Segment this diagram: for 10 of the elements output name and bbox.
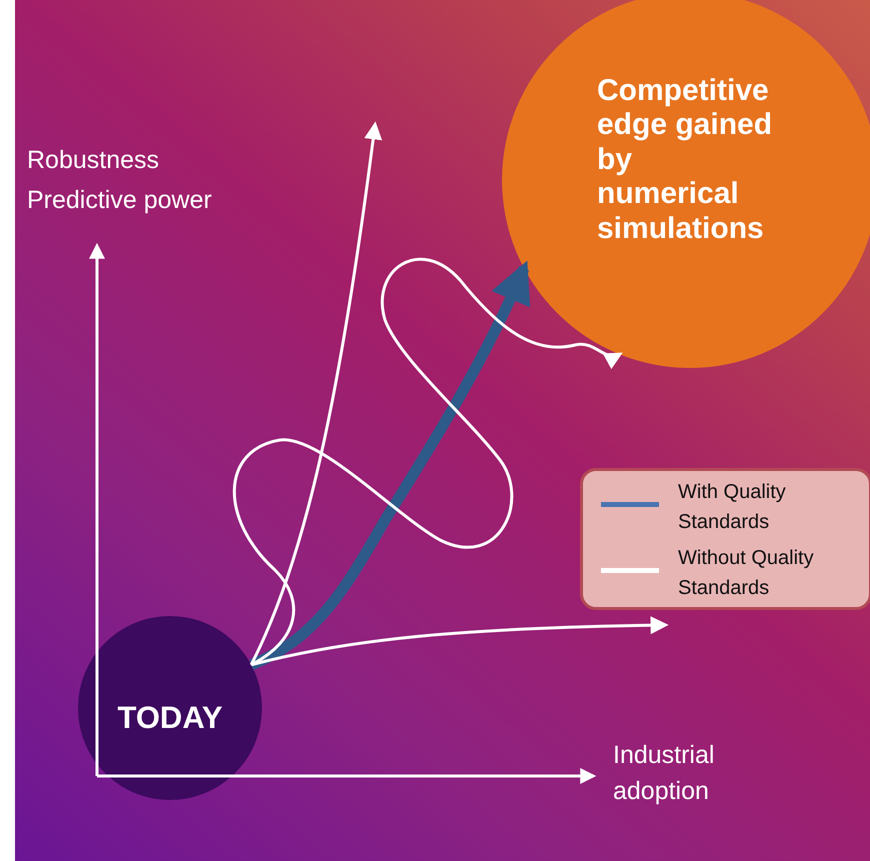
legend-text: With Quality Standards — [678, 480, 787, 535]
axis-label: Predictive power — [27, 186, 212, 215]
arrow — [250, 616, 669, 666]
legend-text: Without Quality Standards — [678, 546, 815, 601]
node-label: TODAY — [117, 700, 223, 736]
axis-label: Robustness — [27, 146, 160, 175]
arrow — [248, 260, 530, 670]
node-label: Competitive edge gained by numerical simulations — [597, 74, 774, 246]
arrow — [250, 121, 382, 666]
axis-label: Industrial adoption — [613, 740, 716, 808]
